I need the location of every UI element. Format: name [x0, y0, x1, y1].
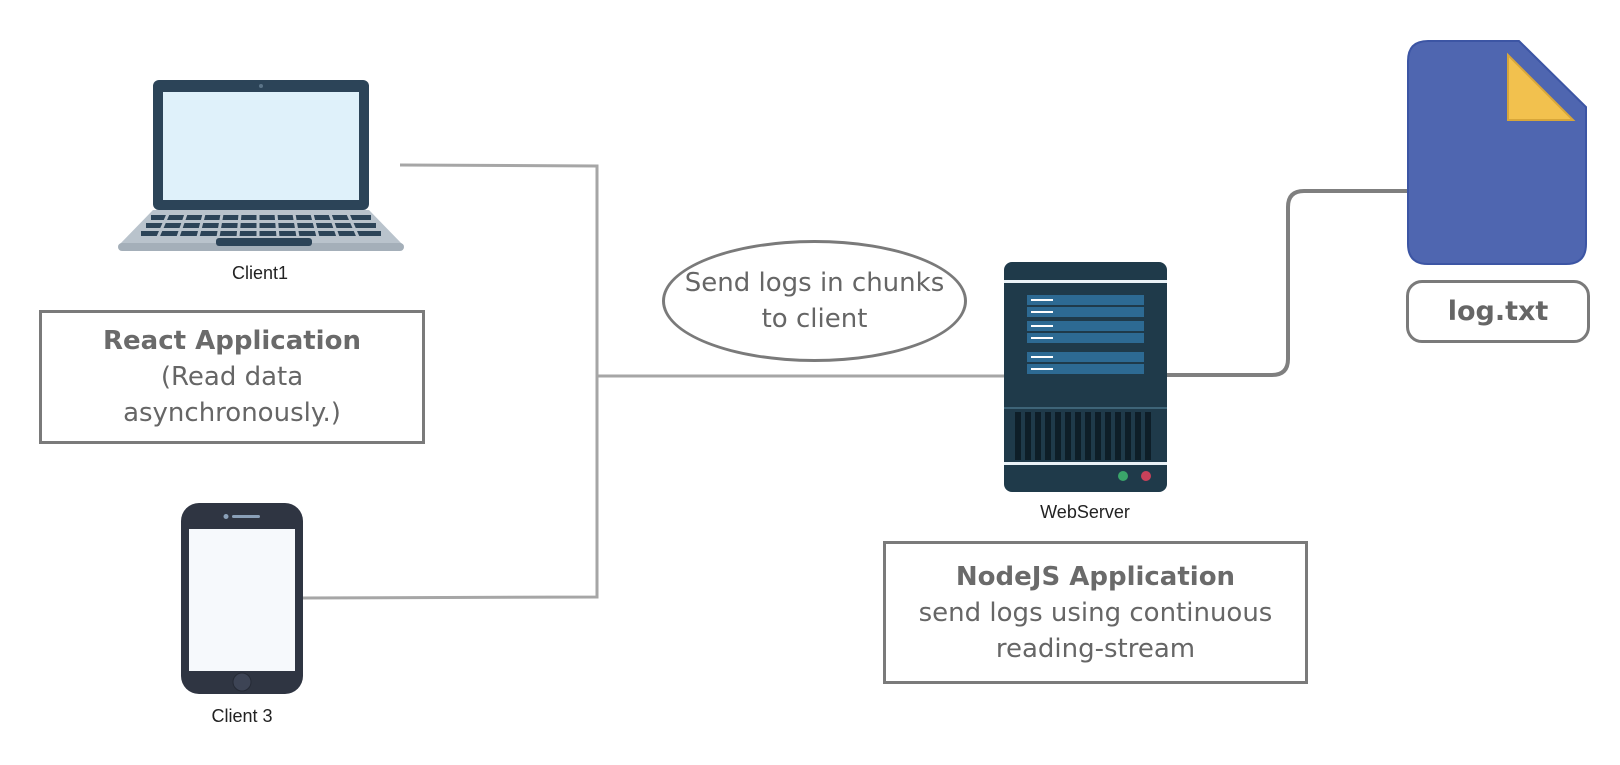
document-icon	[1407, 40, 1587, 265]
nodejs-box-title: NodeJS Application	[955, 561, 1236, 592]
file-connector	[1167, 189, 1411, 377]
webserver-caption: WebServer	[1040, 502, 1130, 522]
bubble-line1: Send logs in chunks	[684, 268, 945, 298]
client1-connector	[399, 163, 599, 376]
nodejs-box-line1: send logs using continuous	[918, 597, 1273, 628]
client3-connector	[299, 376, 599, 600]
nodejs-box-line2: reading-stream	[995, 633, 1196, 664]
client1-caption: Client1	[231, 263, 289, 283]
send-logs-bubble: Send logs in chunks to client	[662, 240, 967, 362]
client3-caption: Client 3	[211, 706, 273, 726]
react-box-title: React Application	[103, 326, 361, 356]
laptop-icon	[118, 80, 404, 251]
nodejs-application-box: NodeJS Application send logs using conti…	[883, 541, 1308, 684]
react-application-box: React Application (Read data asynchronou…	[39, 310, 425, 444]
react-box-line1: (Read data	[160, 362, 304, 392]
bubble-line2: to client	[761, 304, 868, 334]
log-file-label: log.txt	[1406, 280, 1590, 343]
react-box-line2: asynchronously.)	[123, 398, 341, 428]
smartphone-icon	[181, 503, 303, 694]
server-icon	[1004, 262, 1167, 492]
